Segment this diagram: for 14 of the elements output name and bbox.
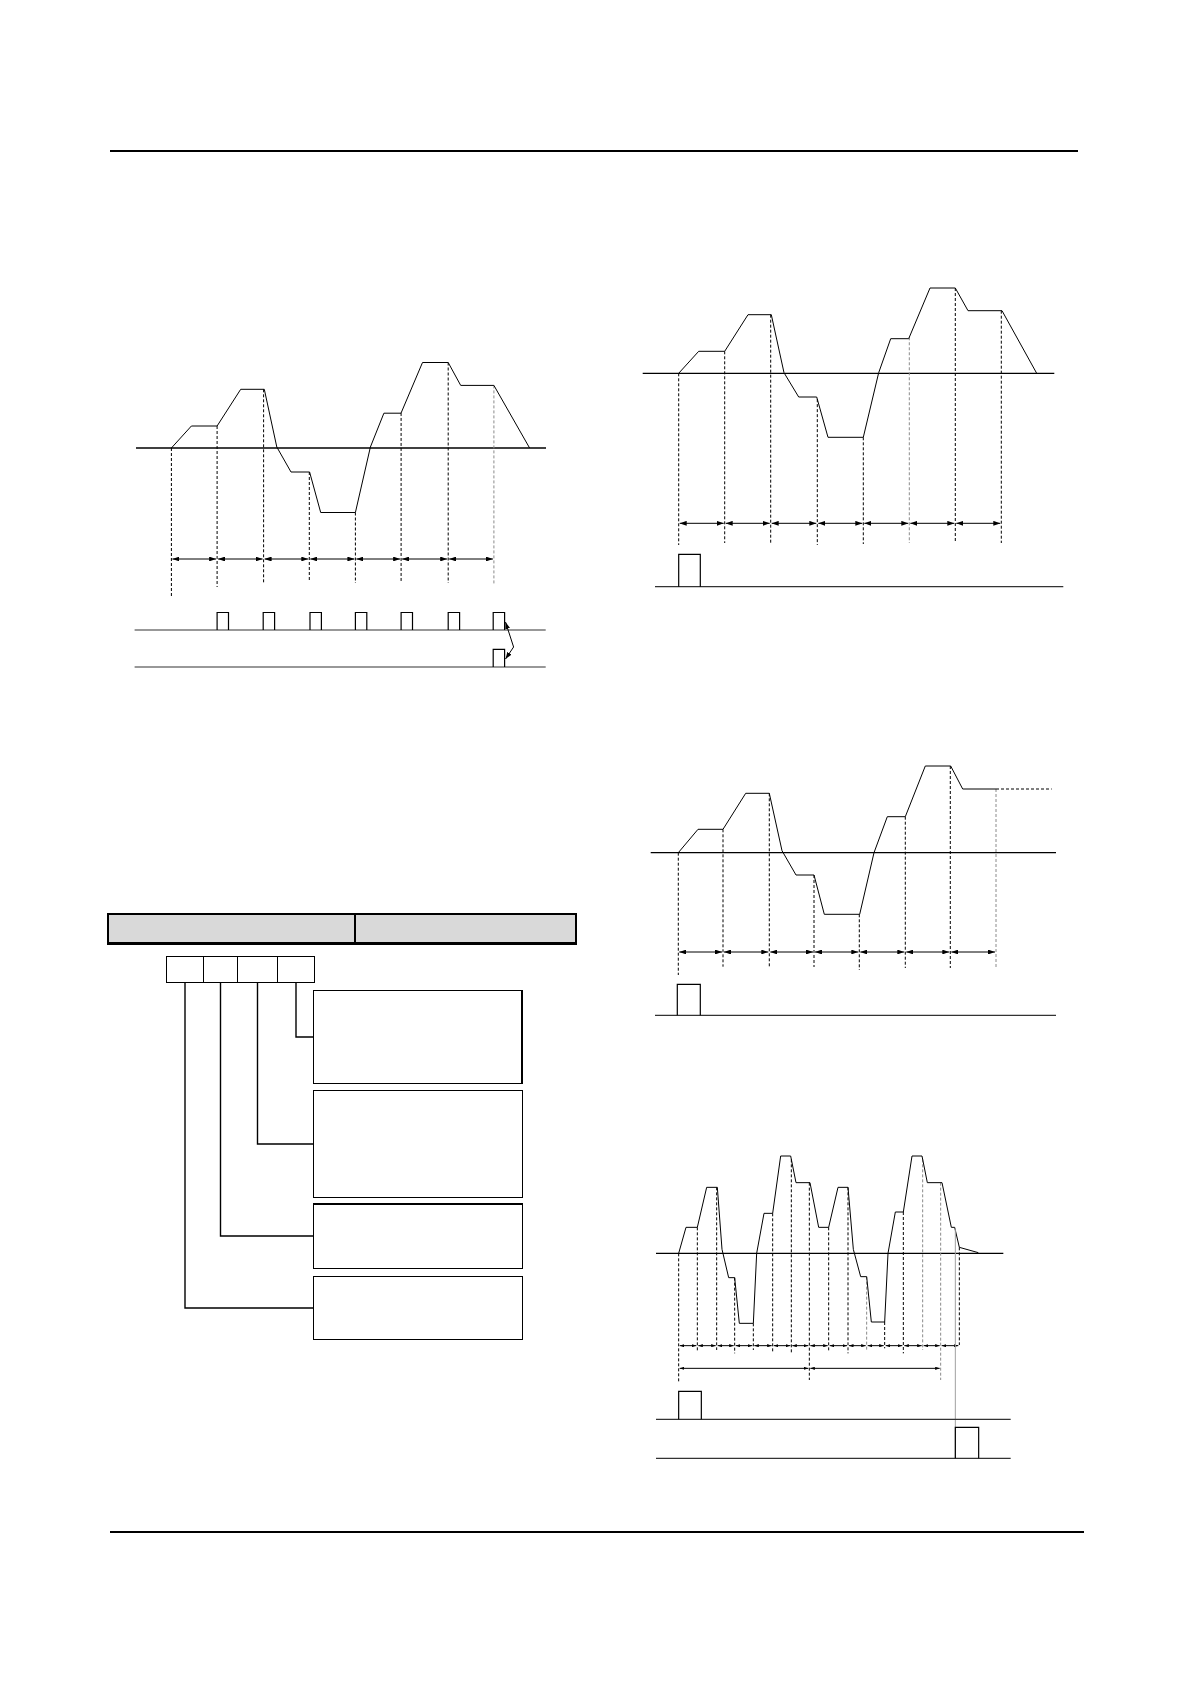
connector-line <box>219 982 314 1237</box>
description-box <box>313 1203 523 1269</box>
connector-line <box>295 982 314 1038</box>
code-cell <box>203 956 238 983</box>
description-box <box>313 1090 523 1198</box>
code-cell <box>166 956 204 983</box>
header-cell <box>107 913 356 945</box>
header-cell <box>354 913 577 945</box>
connector-line <box>184 982 314 1309</box>
connector-line <box>256 982 314 1145</box>
description-box <box>313 1276 523 1340</box>
code-cell <box>237 956 278 983</box>
description-box <box>313 990 523 1084</box>
code-cell <box>277 956 315 983</box>
